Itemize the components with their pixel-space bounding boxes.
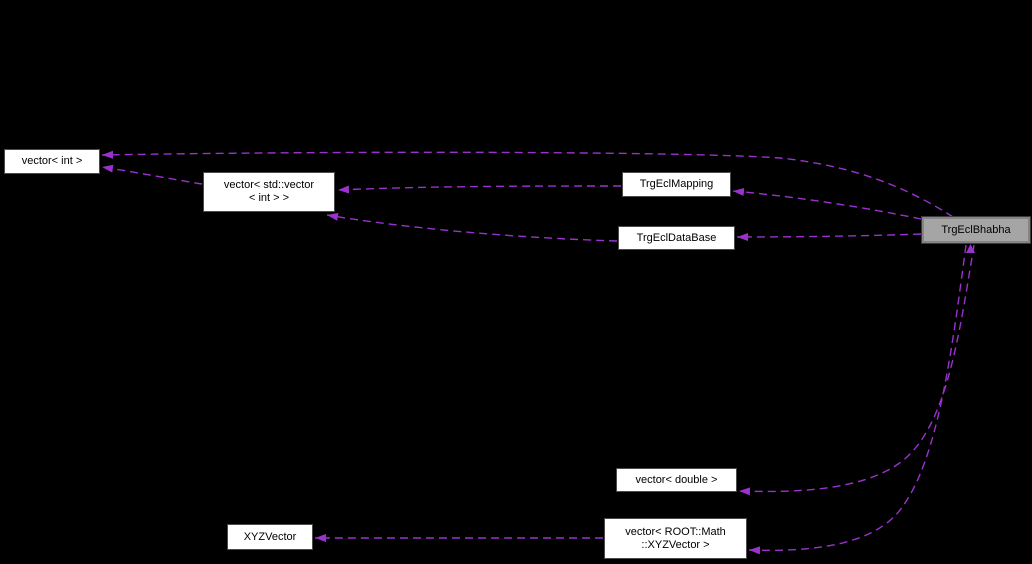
node-label: TrgEclMapping (639, 178, 714, 190)
node-label-line2: ::XYZVector > (641, 538, 710, 551)
node-label: TrgEclDataBase (636, 231, 717, 244)
node-label: TrgEclBhabha (941, 223, 1011, 236)
edge-trgeclbhabha-to-vector-int (101, 150, 954, 218)
edge-vector-std-vector-int-to-vector-int (101, 164, 203, 185)
node-trgeclbhabha: TrgEclBhabha (921, 216, 1031, 244)
node-vector-root-math-xyzvector[interactable]: vector< ROOT::Math ::XYZVector > (604, 518, 747, 559)
node-label-line1: vector< ROOT::Math (625, 525, 726, 538)
node-label: vector< double > (635, 473, 718, 486)
edge-trgeclbhabha-to-vector-root-math-xyzvector (748, 244, 967, 555)
edge-trgeclbhabha-to-vector-double (738, 244, 975, 496)
node-label: vector< int > (21, 155, 83, 167)
node-label-line1: vector< std::vector (223, 179, 315, 191)
node-label: XYZVector (243, 530, 297, 543)
node-vector-int[interactable]: vector< int > (4, 149, 100, 174)
node-trgecldatabase[interactable]: TrgEclDataBase (618, 226, 735, 250)
node-xyzvector[interactable]: XYZVector (227, 524, 313, 550)
node-vector-double[interactable]: vector< double > (616, 468, 737, 492)
edge-trgecldatabase-to-vector-std-vector-int (326, 212, 618, 242)
edge-trgeclbhabha-to-trgecldatabase (736, 232, 922, 241)
edge-trgeclbhabha-to-trgeclmapping (732, 187, 922, 220)
node-trgeclmapping[interactable]: TrgEclMapping (622, 172, 731, 197)
edge-trgeclmapping-to-vector-std-vector-int (337, 185, 622, 194)
node-vector-std-vector-int[interactable]: vector< std::vector < int > > (203, 172, 335, 212)
node-label-line2: < int > > (248, 192, 290, 204)
arrowhead-into-trgeclbhabha-bottom (966, 244, 975, 253)
